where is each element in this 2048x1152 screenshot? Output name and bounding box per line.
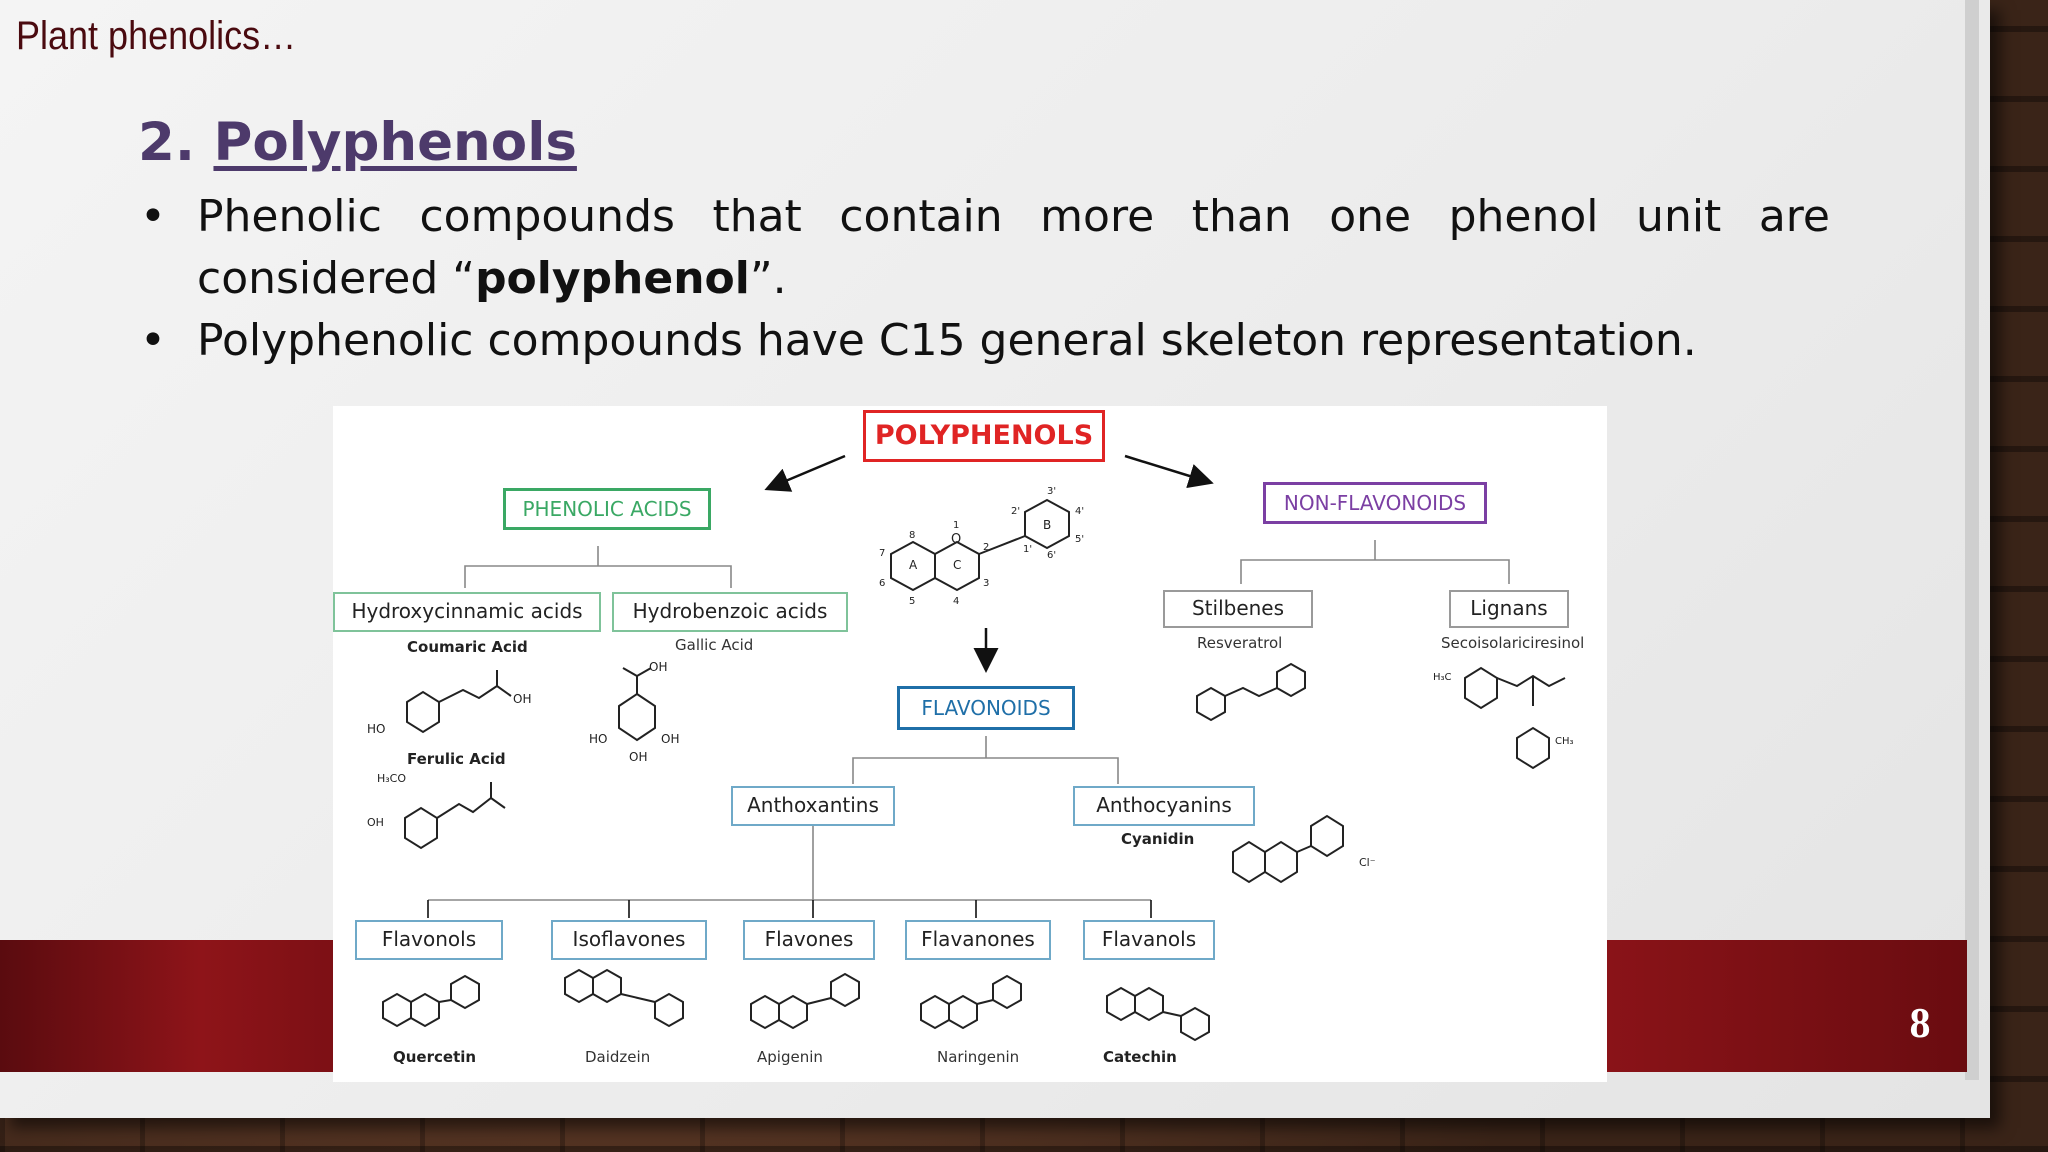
pos-1p-label: 1' [1023, 544, 1033, 555]
coumaric-acid-label: Coumaric Acid [407, 638, 528, 656]
phenolic-acids-box: PHENOLIC ACIDS [503, 488, 711, 530]
flavonoids-box: FLAVONOIDS [897, 686, 1075, 730]
lignans-box: Lignans [1449, 590, 1569, 628]
slide-edge [1965, 0, 1979, 1080]
pos-1-label: 1 [953, 520, 960, 531]
non-flavonoids-box: NON-FLAVONOIDS [1263, 482, 1487, 524]
arrow-to-non-flavonoids [1124, 454, 1214, 489]
pos-5p-label: 5' [1075, 534, 1085, 545]
bullet-text: Polyphenolic compounds have C15 general … [197, 315, 1697, 366]
flavanones-box: Flavanones [905, 920, 1051, 960]
stilbenes-box: Stilbenes [1163, 590, 1313, 628]
gallic-oh-top-label: OH [649, 660, 668, 674]
bullet-text: Phenolic compounds that contain more tha… [197, 191, 1830, 304]
ring-a-label: A [909, 558, 918, 572]
page-number: 8 [1909, 1001, 1931, 1047]
polyphenols-box: POLYPHENOLS [863, 410, 1105, 462]
flavonols-box: Flavonols [355, 920, 503, 960]
footer-band-right [1606, 940, 1967, 1072]
pos-2p-label: 2' [1011, 506, 1021, 517]
pos-3p-label: 3' [1047, 486, 1057, 497]
flavanols-box: Flavanols [1083, 920, 1215, 960]
footer-band-left [0, 940, 333, 1072]
resveratrol-label: Resveratrol [1197, 634, 1283, 652]
apigenin-label: Apigenin [757, 1048, 823, 1066]
pos-3-label: 3 [983, 578, 990, 589]
gallic-ho-label: HO [589, 732, 608, 746]
figure-connectors [382, 454, 1566, 1042]
heading-number: 2. [138, 112, 196, 173]
pos-6p-label: 6' [1047, 550, 1057, 561]
secoi-ch3-label: CH₃ [1555, 736, 1574, 747]
section-label: Plant phenolics… [16, 14, 297, 58]
pos-4-label: 4 [953, 596, 960, 607]
coumaric-oh-label: OH [513, 692, 532, 706]
gallic-oh-bottom-label: OH [629, 750, 648, 764]
gallic-acid-label: Gallic Acid [675, 636, 754, 654]
cyanidin-cl-label: Cl⁻ [1359, 856, 1376, 869]
anthoxantins-box: Anthoxantins [731, 786, 895, 826]
coumaric-ho-label: HO [367, 722, 386, 736]
bold-term: polyphenol [475, 253, 750, 304]
isoflavones-box: Isoflavones [551, 920, 707, 960]
pos-8-label: 8 [909, 530, 916, 541]
chemical-structures [382, 498, 1566, 1042]
pos-7-label: 7 [879, 548, 886, 559]
cyanidin-label: Cyanidin [1121, 830, 1195, 848]
pos-4p-label: 4' [1075, 506, 1085, 517]
bullet-dot: • [140, 315, 166, 366]
naringenin-label: Naringenin [937, 1048, 1020, 1066]
ferulic-h3co-label: H₃CO [377, 772, 407, 785]
ring-c-label: C [953, 558, 962, 572]
polyphenols-classification-figure: POLYPHENOLS PHENOLIC ACIDS NON-FLAVONOID… [333, 406, 1607, 1082]
gallic-oh-right-label: OH [661, 732, 680, 746]
catechin-label: Catechin [1103, 1048, 1177, 1066]
secoisolariciresinol-label: Secoisolariciresinol [1441, 634, 1585, 652]
anthocyanins-box: Anthocyanins [1073, 786, 1255, 826]
hydrobenzoic-acids-box: Hydrobenzoic acids [612, 592, 848, 632]
slide-heading: 2. Polyphenols [138, 112, 577, 173]
pos-5-label: 5 [909, 596, 916, 607]
daidzein-label: Daidzein [585, 1048, 651, 1066]
ferulic-oh-label: OH [367, 816, 384, 829]
ferulic-acid-label: Ferulic Acid [407, 750, 506, 768]
ring-b-label: B [1043, 518, 1052, 532]
arrow-to-phenolic-acids [764, 454, 846, 492]
secoi-h3c-label: H₃C [1433, 672, 1452, 683]
bullet-dot: • [140, 191, 166, 242]
heading-link[interactable]: Polyphenols [213, 112, 577, 173]
slide: 8 Plant phenolics… 2. Polyphenols • Phen… [0, 0, 1990, 1118]
flavan-oxygen-label: O [951, 532, 962, 547]
bullet-item: • Phenolic compounds that contain more t… [140, 186, 1830, 310]
bullet-list: • Phenolic compounds that contain more t… [140, 186, 1830, 372]
quercetin-label: Quercetin [393, 1048, 477, 1066]
pos-6-label: 6 [879, 578, 886, 589]
bullet-item: • Polyphenolic compounds have C15 genera… [140, 310, 1830, 372]
flavones-box: Flavones [743, 920, 875, 960]
pos-2-label: 2 [983, 542, 990, 553]
hydroxycinnamic-acids-box: Hydroxycinnamic acids [333, 592, 601, 632]
